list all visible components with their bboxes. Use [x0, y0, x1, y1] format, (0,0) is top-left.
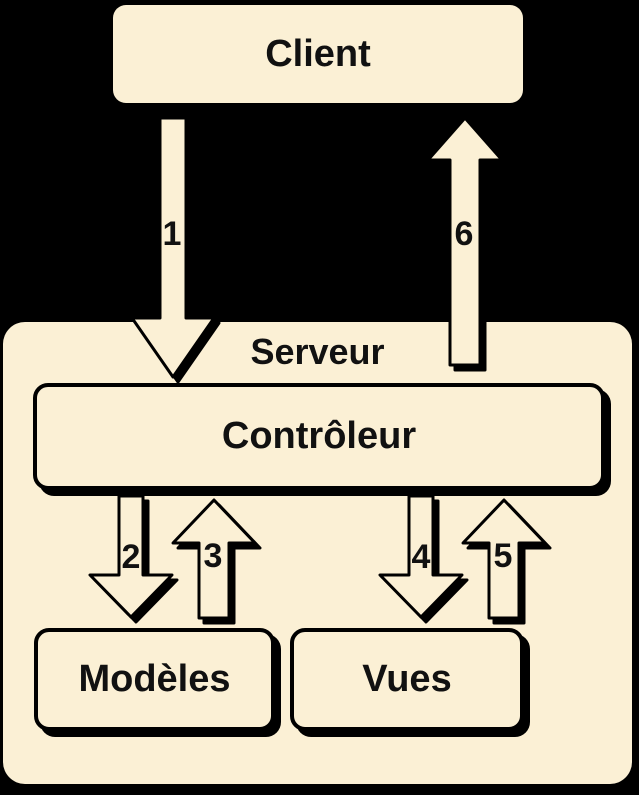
controleur-label: Contrôleur — [221, 415, 417, 457]
arrow-6-number: 6 — [454, 215, 474, 253]
vues-node: Vues — [290, 628, 524, 731]
arrow-5-number: 5 — [493, 537, 513, 575]
serveur-label: Serveur — [250, 331, 385, 372]
client-label: Client — [265, 32, 371, 75]
arrow-2-number: 2 — [121, 538, 141, 576]
arrow-4-number: 4 — [411, 538, 431, 576]
controleur-node: Contrôleur — [33, 383, 605, 490]
modeles-node: Modèles — [34, 628, 275, 731]
client-node: Client — [113, 5, 523, 103]
vues-label: Vues — [362, 658, 452, 700]
arrow-3-number: 3 — [203, 537, 223, 575]
modeles-label: Modèles — [78, 658, 231, 700]
arrow-1-number: 1 — [162, 215, 182, 253]
